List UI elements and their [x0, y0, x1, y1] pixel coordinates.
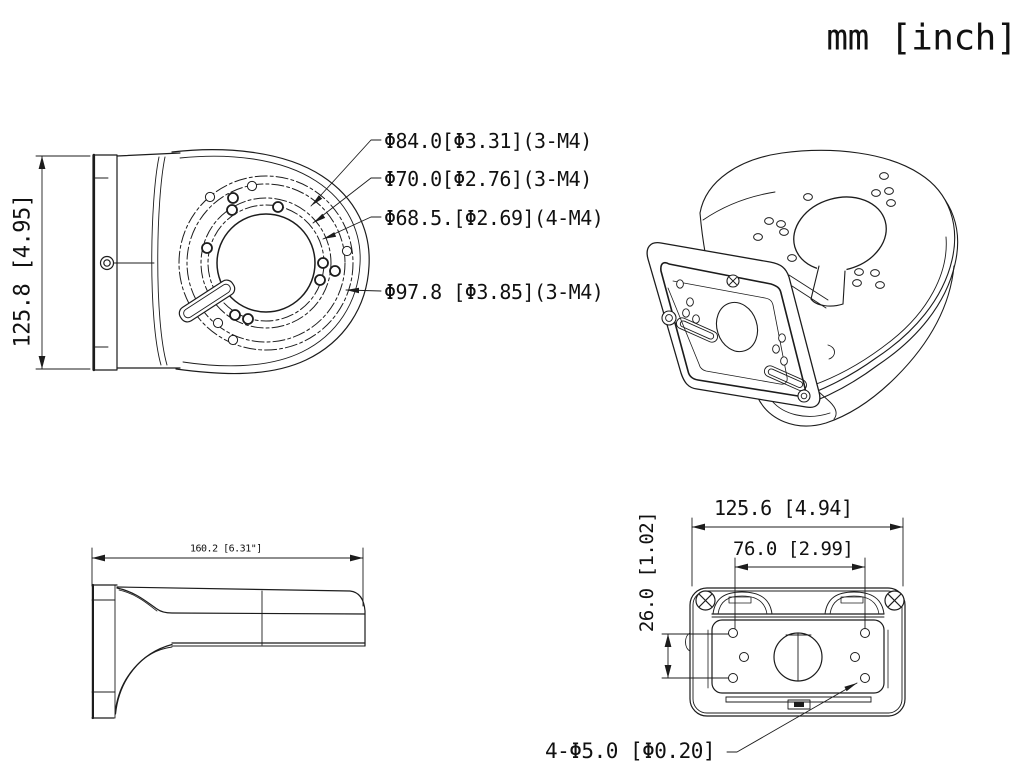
units-label: mm [inch] [826, 17, 1017, 59]
side-view-drawing [91, 547, 366, 720]
bottom-mount-holes-label: 4-Φ5.0 [Φ0.20] [545, 739, 716, 763]
top-face-holes [753, 172, 896, 289]
front-view-drawing [35, 139, 382, 375]
plain-holes [204, 180, 353, 346]
front-height-dim-label: 125.8 [4.95] [10, 194, 36, 348]
plate-slots [675, 317, 807, 392]
cable-slot [178, 279, 236, 323]
annotation-leaders [310, 139, 382, 294]
base-arches [712, 591, 885, 615]
annotation-diameter-68: Φ68.5.[Φ2.69](4-M4) [384, 206, 604, 230]
side-length-dimension-lines [91, 547, 364, 607]
annotation-diameter-84: Φ84.0[Φ3.31](3-M4) [384, 129, 592, 153]
bolt-circle-patterns [178, 175, 354, 351]
base-corner-screws [695, 590, 905, 611]
plate-holes [676, 279, 788, 366]
annotation-diameter-97: Φ97.8 [Φ3.85](3-M4) [384, 280, 604, 304]
bottom-hole-spacing-dim-label: 76.0 [2.99] [733, 538, 854, 560]
plate-screws [661, 274, 811, 403]
isometric-view-drawing [646, 149, 959, 427]
m4-screw-holes [201, 192, 341, 325]
bottom-hole-offset-dim-label: 26.0 [1.02] [636, 511, 658, 633]
bottom-width-dim-label: 125.6 [4.94] [714, 496, 853, 520]
bottom-view-drawing [661, 517, 906, 753]
side-length-dim-label: 160.2 [6.31"] [190, 543, 262, 555]
front-height-dimension-lines [35, 155, 91, 370]
annotation-diameter-70: Φ70.0[Φ2.76](3-M4) [384, 167, 592, 191]
base-mount-holes [728, 628, 870, 683]
